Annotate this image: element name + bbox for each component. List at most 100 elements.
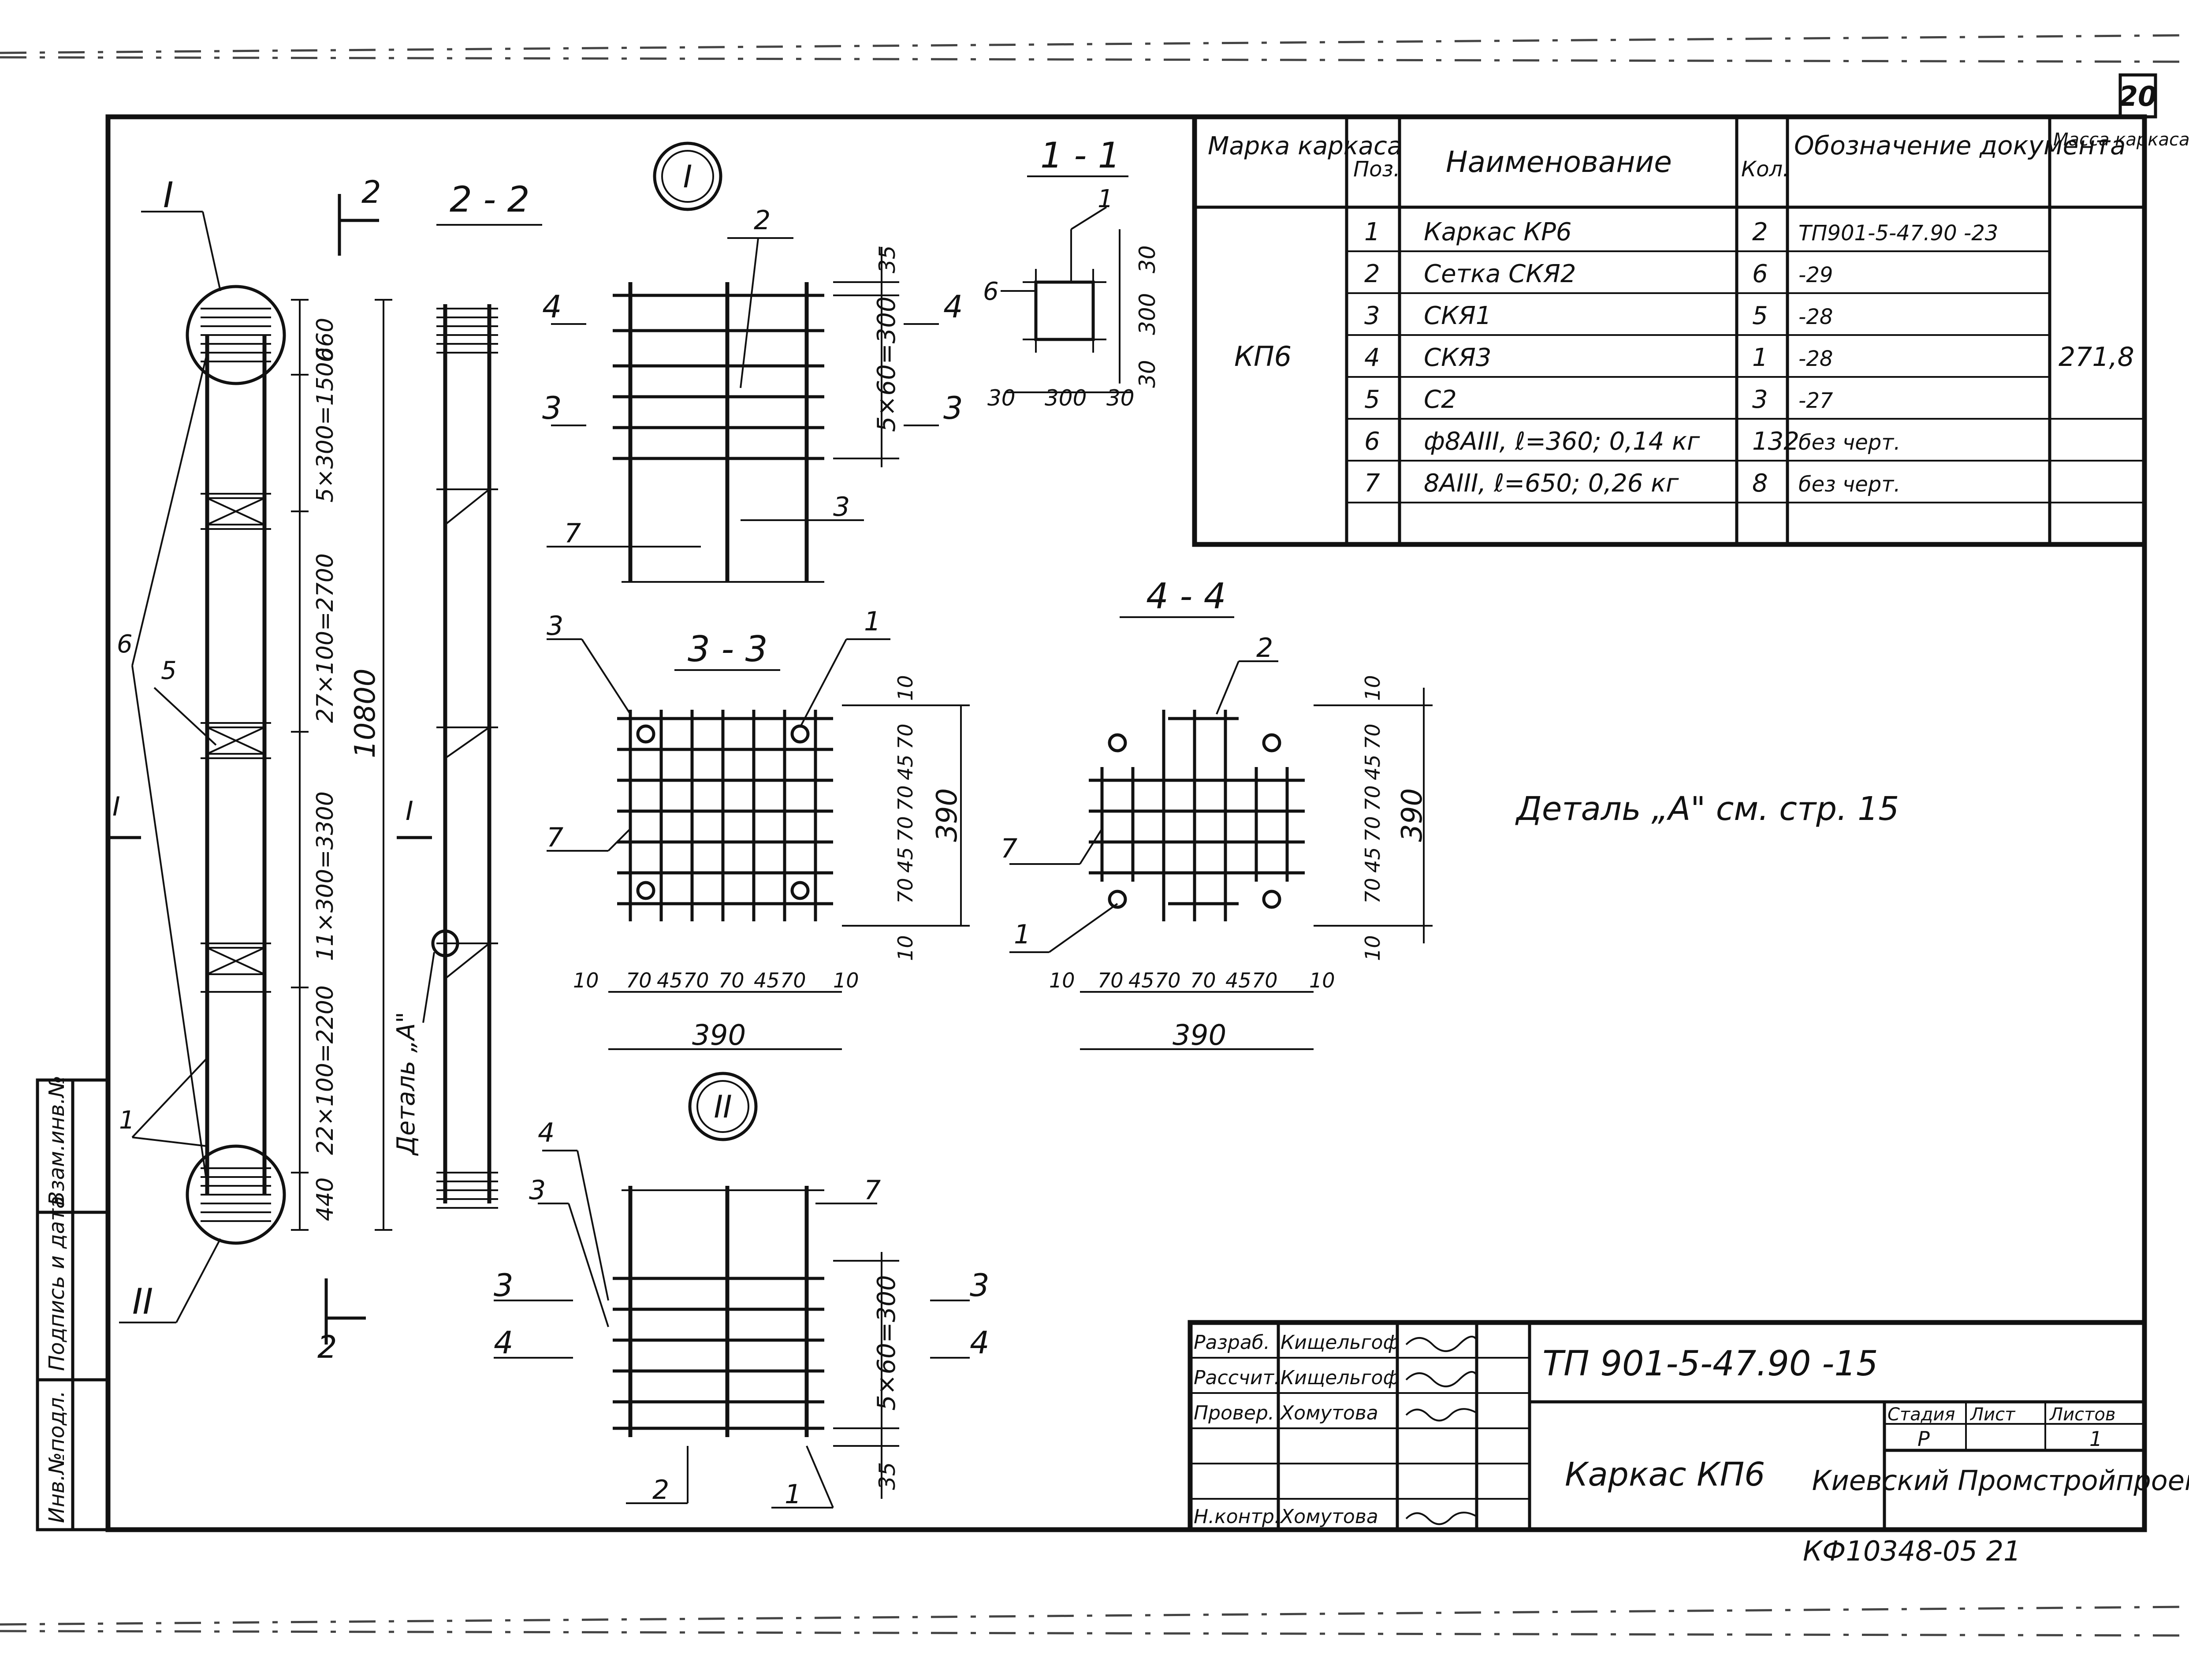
sec-1-1-leader-6: 6 [983, 277, 999, 306]
spec-row-pos: 6 [1364, 427, 1380, 456]
sec-4-4-v-70d: 70 [1361, 878, 1385, 904]
spec-row-pos: 4 [1364, 343, 1380, 372]
sec-4-4-h-10a: 10 [1049, 969, 1075, 992]
elevation-view: 660 5×300=1500 27×100=2700 11×300=3300 2… [110, 174, 392, 1365]
sec-3-3-title: 3 - 3 [688, 629, 768, 670]
tb-name-5: Хомутова [1280, 1505, 1378, 1528]
spec-row-pos: 1 [1364, 218, 1380, 246]
spec-row-name: СКЯ3 [1424, 343, 1491, 372]
tb-title: Каркас КП6 [1565, 1456, 1765, 1494]
detail-I-cut-4-right: 4 [943, 289, 963, 325]
tb-stage: Р [1917, 1427, 1930, 1451]
detail-II-dim: 5×60=300 [872, 1275, 901, 1411]
sec-4-4-h-70d: 70 [1252, 969, 1278, 992]
detail-I-leader-2: 2 [754, 205, 771, 236]
sec-3-3-v-70d: 70 [893, 878, 917, 904]
sec-4-4-h-70b: 70 [1155, 969, 1181, 992]
sec-3-3-h-10a: 10 [573, 969, 599, 992]
sec-2-2-title: 2 - 2 [450, 179, 530, 220]
td-mass: 271,8 [2059, 342, 2134, 373]
sec-1-1-title: 1 - 1 [1040, 135, 1121, 176]
drawing-frame [105, 114, 2147, 1532]
detail-II-cut-3-right: 3 [970, 1267, 990, 1304]
callout-I-label: I [163, 175, 174, 216]
sec-4-4-leader-1: 1 [1014, 919, 1031, 950]
sec-1-1-leader-1: 1 [1098, 185, 1113, 213]
sec-1-1-dim-30a: 30 [987, 385, 1016, 411]
sec-4-4-v-70b: 70 [1361, 785, 1385, 811]
sec-1-1-dim-v-30b: 30 [1135, 360, 1160, 388]
sec-4-4-v-45b: 45 [1361, 847, 1385, 873]
spec-row-pos: 2 [1364, 260, 1380, 288]
sec-1-1-dim-30b: 30 [1106, 385, 1135, 411]
dim-total-10800: 10800 [349, 668, 382, 758]
side-stamp: Инв.№подл. Подпись и дата Взам.инв.№ [36, 1076, 110, 1531]
section-4-4-view: 4 - 4 2 7 1 [1001, 576, 1433, 1052]
tb-name-2: Хомутова [1280, 1402, 1378, 1424]
detail-I-title: I [683, 159, 692, 195]
spec-row-name: Каркас КР6 [1424, 218, 1572, 246]
section-arrow-I: I [112, 791, 120, 822]
stamp-inv-label: Инв.№подл. [45, 1390, 69, 1523]
dim-11x300: 11×300=3300 [312, 791, 339, 961]
spec-row-qty: 5 [1752, 302, 1768, 330]
th-name: Наименование [1446, 145, 1672, 179]
spec-row-qty: 3 [1752, 385, 1768, 414]
sec-3-3-leader-3: 3 [547, 611, 563, 641]
spec-row-qty: 8 [1752, 469, 1768, 498]
detail-II-cut-3-left: 3 [494, 1267, 514, 1304]
sec-3-3-h-70a: 70 [626, 969, 652, 992]
detail-II-leader-3: 3 [529, 1175, 546, 1206]
sec-4-4-h-45a: 45 [1128, 969, 1154, 992]
detail-I-dim: 5×60=300 [872, 296, 901, 432]
sec-3-3-h-70b: 70 [683, 969, 709, 992]
spec-row-doc: без черт. [1798, 430, 1901, 455]
detail-I-view: I 2 3 [542, 142, 963, 583]
sec-3-3-v-10b: 10 [893, 935, 917, 961]
spec-table: Марка каркаса Поз. Наименование Кол. Обо… [1192, 114, 2189, 547]
spec-row-name: Сетка СКЯ2 [1424, 260, 1576, 288]
section-2-2-view: 2 - 2 Деталь „А" I [392, 179, 542, 1209]
spec-row-doc: -27 [1798, 388, 1833, 413]
tb-role-5: Н.контр. [1194, 1505, 1281, 1528]
sec-3-3-v-70b: 70 [893, 785, 917, 811]
sec-4-4-leader-7: 7 [1001, 833, 1017, 864]
dim-660: 660 [312, 318, 339, 361]
tb-sheet-h: Лист [1969, 1404, 2016, 1425]
stamp-sign-label: Подпись и дата [45, 1196, 69, 1371]
sec-3-3-total: 390 [692, 1019, 746, 1052]
section-3-3-view: 3 - 3 3 [547, 606, 970, 1052]
title-block: Разраб. Рассчит. Провер. Н.контр. Кищель… [1188, 1320, 2189, 1532]
tb-code: ТП 901-5-47.90 -15 [1542, 1344, 1878, 1384]
sec-3-3-h-10b: 10 [833, 969, 859, 992]
sec-1-1-dim-v-30a: 30 [1135, 245, 1160, 273]
spec-row-qty: 2 [1752, 218, 1768, 246]
sec-3-3-leader-7: 7 [547, 822, 563, 853]
spec-row-doc: без черт. [1798, 472, 1901, 497]
th-qty: Кол. [1741, 157, 1789, 182]
detail-II-cut-4-left: 4 [494, 1325, 514, 1361]
detail-I-leader-7: 7 [564, 518, 581, 549]
sec-3-3-v-70c: 70 [893, 816, 917, 842]
detail-I-dim-top: 35 [875, 245, 900, 273]
tb-role-2: Провер. [1194, 1402, 1274, 1424]
sec-4-4-h-45b: 45 [1225, 969, 1251, 992]
section-arrow-I-2: I [406, 796, 413, 827]
tb-role-1: Рассчит. [1194, 1367, 1280, 1389]
spec-row-name: ф8АIII, ℓ=360; 0,14 кг [1424, 427, 1700, 456]
leader-1: 1 [119, 1106, 135, 1135]
tb-role-0: Разраб. [1194, 1331, 1270, 1354]
sec-3-3-leader-1: 1 [864, 606, 881, 637]
tb-name-0: Кищельгоф [1281, 1331, 1400, 1354]
note-detail-A: Деталь „А" см. стр. 15 [1515, 790, 1899, 828]
tb-stage-h: Стадия [1887, 1404, 1955, 1425]
sec-3-3-h-45a: 45 [657, 969, 683, 992]
detail-II-leader-7: 7 [864, 1175, 881, 1206]
dim-27x100: 27×100=2700 [312, 553, 339, 723]
sec-1-1-dim-v-300: 300 [1135, 293, 1160, 335]
th-mass: Масса каркаса, кг [2053, 130, 2189, 150]
stamp-replace-label: Взам.инв.№ [45, 1076, 69, 1206]
sec-4-4-total: 390 [1173, 1019, 1226, 1052]
leader-6: 6 [117, 630, 133, 659]
